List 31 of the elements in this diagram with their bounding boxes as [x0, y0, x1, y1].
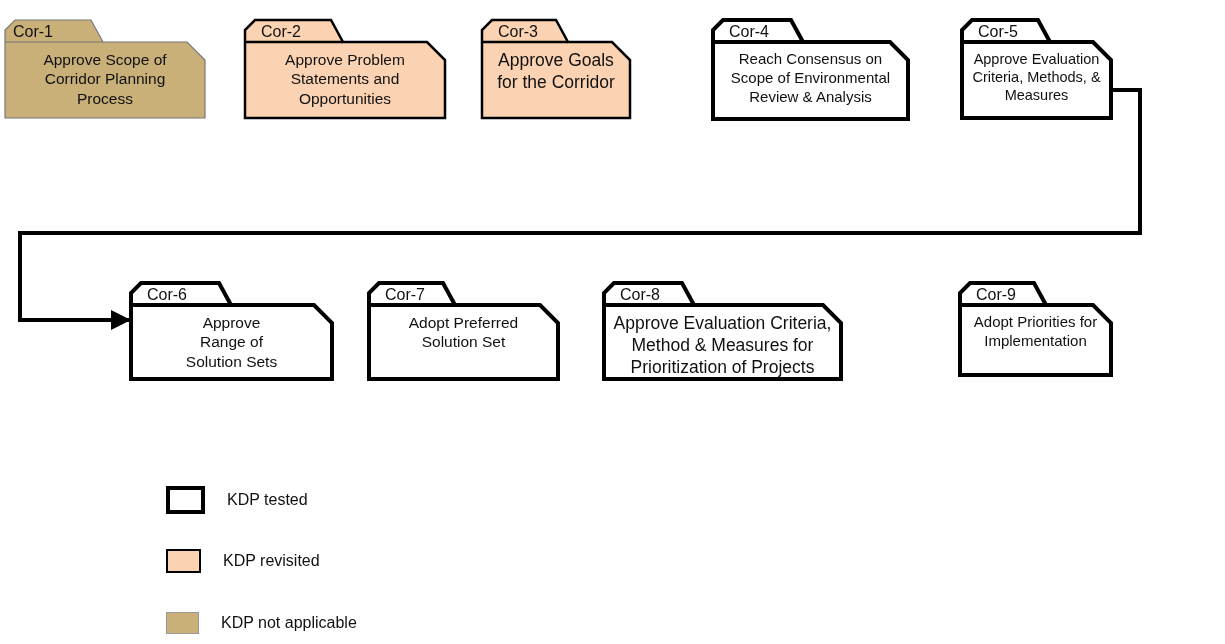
step-number: Cor-3	[498, 22, 538, 42]
step-number: Cor-1	[13, 22, 53, 42]
step-title: Approve Goals for the Corridor	[496, 50, 616, 94]
folder-card	[713, 20, 908, 119]
folder-card	[482, 20, 630, 118]
legend-label: KDP tested	[227, 491, 308, 509]
folder-card	[369, 283, 558, 379]
folder-card	[604, 283, 841, 379]
folder-card	[131, 283, 332, 379]
folder-card	[960, 283, 1111, 375]
step-title: Adopt Priorities for Implementation	[972, 313, 1099, 351]
step-number: Cor-7	[385, 285, 425, 305]
connector-arrow	[18, 88, 1142, 330]
folder-card	[5, 20, 205, 118]
folder-card	[245, 20, 445, 118]
step-number: Cor-9	[976, 285, 1016, 305]
step-number: Cor-8	[620, 285, 660, 305]
folder-card	[962, 20, 1111, 118]
step-title: Approve Problem Statements and Opportunities	[284, 50, 406, 109]
step-title: Approve Scope of Corridor Planning Process	[42, 50, 168, 109]
step-title: Approve Evaluation Criteria, Method & Measures for Prioritization of Projects	[612, 313, 833, 379]
legend-label: KDP not applicable	[221, 614, 357, 632]
legend-label: KDP revisited	[223, 552, 320, 570]
step-title: Approve Evaluation Criteria, Methods, & Measures	[971, 50, 1102, 105]
step-number: Cor-2	[261, 22, 301, 42]
step-number: Cor-6	[147, 285, 187, 305]
step-title: Reach Consensus on Scope of Environmental Review & Analysis	[729, 50, 892, 107]
step-title: Approve Range of Solution Sets	[184, 313, 279, 372]
step-title: Adopt Preferred Solution Set	[407, 313, 520, 352]
step-number: Cor-5	[978, 22, 1018, 42]
step-number: Cor-4	[729, 22, 769, 42]
